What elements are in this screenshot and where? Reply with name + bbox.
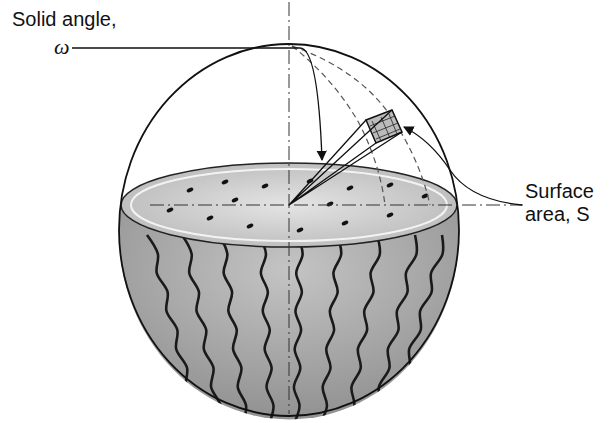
surface-patch bbox=[366, 110, 402, 143]
callout-symbol: ω bbox=[52, 34, 72, 59]
seed bbox=[166, 207, 174, 214]
rind-stripe bbox=[219, 235, 246, 423]
seed bbox=[221, 179, 229, 186]
leader-line bbox=[72, 48, 322, 160]
rind-stripe bbox=[319, 235, 341, 423]
seed bbox=[246, 223, 254, 230]
rind-stripe bbox=[182, 235, 221, 423]
seed bbox=[386, 182, 394, 189]
leader-line bbox=[404, 127, 522, 205]
rind-stripe bbox=[370, 235, 417, 423]
rind-stripe bbox=[387, 235, 443, 423]
rind-stripe bbox=[293, 235, 302, 423]
rind-stripe bbox=[259, 235, 274, 423]
seed bbox=[206, 215, 214, 222]
horizontal-axis bbox=[150, 205, 540, 206]
seed bbox=[261, 183, 269, 190]
callout-label: Solid angle, bbox=[10, 8, 119, 31]
rind-stripe bbox=[345, 235, 380, 423]
vertical-axis bbox=[289, 2, 290, 414]
seed bbox=[326, 201, 334, 208]
solid-angle-cone bbox=[289, 110, 402, 205]
seed bbox=[341, 220, 349, 227]
rind-stripes bbox=[147, 235, 443, 423]
seed bbox=[296, 227, 304, 234]
seed bbox=[386, 212, 394, 219]
seed bbox=[346, 185, 354, 192]
seed bbox=[186, 187, 194, 194]
callout-label: Surface area, S bbox=[523, 180, 611, 226]
seed bbox=[231, 197, 239, 204]
